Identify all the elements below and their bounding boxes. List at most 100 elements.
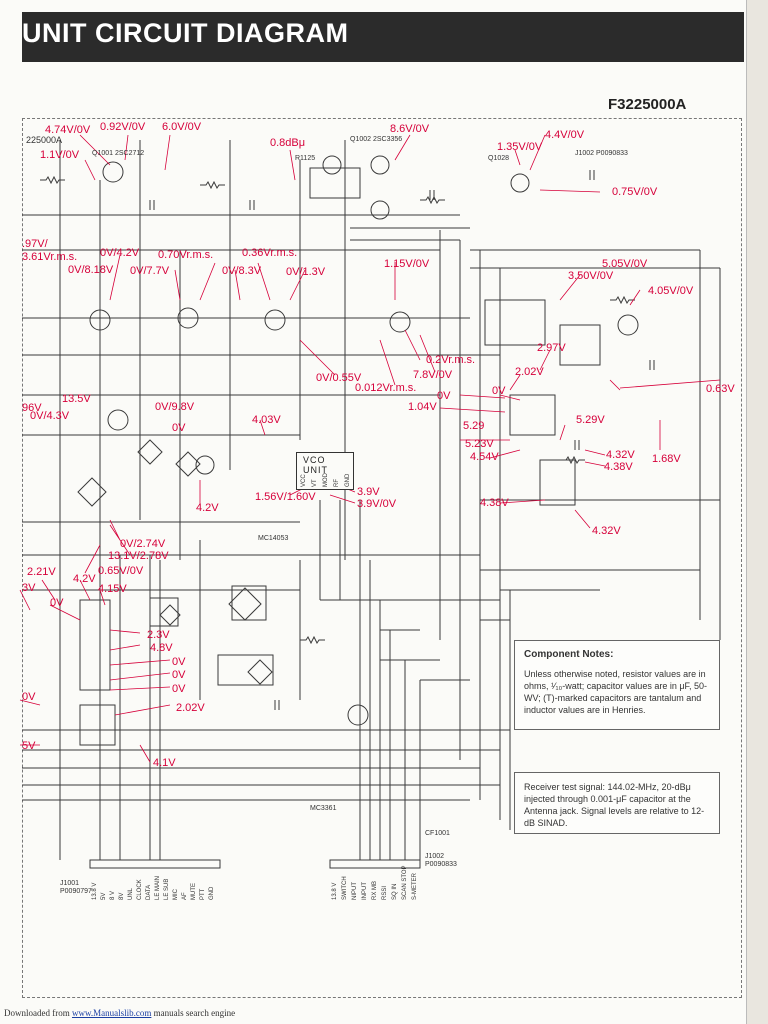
voltage-label: 5.29 <box>463 420 485 432</box>
voltage-label: 4.05V/0V <box>648 285 694 297</box>
voltage-label: 0.92V/0V <box>100 121 146 133</box>
voltage-label: 4.8V <box>150 642 173 654</box>
footer-link[interactable]: www.Manualslib.com <box>71 1008 152 1018</box>
voltage-label: 4.4V/0V <box>545 129 585 141</box>
header-bar <box>22 12 744 62</box>
connector-pin-label: NIPUT <box>352 882 358 900</box>
voltage-label: 0V <box>50 597 64 609</box>
page-title: UNIT CIRCUIT DIAGRAM <box>22 18 349 48</box>
voltage-label: 2.97V <box>537 342 566 354</box>
voltage-label: 4.03V <box>252 414 281 426</box>
voltage-label: 0V <box>172 422 186 434</box>
component-label: Q1028 <box>488 155 510 162</box>
connector-part: P0090833 <box>425 861 457 868</box>
voltage-label: 4.15V <box>98 583 127 595</box>
voltage-label: 5.29V <box>576 414 605 426</box>
voltage-label: 4.2V <box>196 502 219 514</box>
connector-pin-label: 8V <box>119 892 125 900</box>
voltage-label: 0V <box>172 669 186 681</box>
voltage-label: 0V <box>492 385 506 397</box>
connector-pin-label: UNL <box>128 887 134 900</box>
component-label: Q1001 2SC2712 <box>92 150 145 157</box>
voltage-label: 3.61Vr.m.s. <box>22 251 78 263</box>
voltage-label: 0.2Vr.m.s. <box>426 354 476 366</box>
voltage-label: 2.02V <box>176 702 205 714</box>
component-notes-box: Component Notes: Unless otherwise noted,… <box>514 640 720 730</box>
connector-pin-label: RSSI <box>382 885 388 900</box>
voltage-label: 2.21V <box>27 566 56 578</box>
voltage-label: 0V/4.2V <box>100 247 140 259</box>
voltage-label: 1.04V <box>408 401 437 413</box>
connector-part: P0090797 <box>60 888 92 895</box>
voltage-label: 0V <box>22 691 36 703</box>
voltage-label: 4.32V <box>592 525 621 537</box>
voltage-label: 7.8V/0V <box>413 369 453 381</box>
voltage-label: 4.74V/0V <box>45 124 91 136</box>
voltage-label: 0V/2.74V <box>120 538 166 550</box>
connector-pin-label: LE MAIN <box>155 875 161 900</box>
voltage-label: 4.38V <box>604 461 633 473</box>
voltage-label: 3.9V/0V <box>357 498 397 510</box>
connector-pin-label: 13.8 V <box>92 882 98 900</box>
connector-pin-label: RX MB <box>372 880 378 900</box>
voltage-label: 0V/0.55V <box>316 372 362 384</box>
voltage-label: 8.6V/0V <box>390 123 430 135</box>
footer-suffix: manuals search engine <box>151 1008 236 1018</box>
connector-pin-label: LE SUB <box>164 878 170 900</box>
voltage-label: 0.70Vr.m.s. <box>158 249 214 261</box>
voltage-label: 1.68V <box>652 453 681 465</box>
voltage-label: 0V/1.3V <box>286 266 326 278</box>
connector-pin-label: INPUT <box>362 882 368 900</box>
connector-pin-label: CLOCK <box>137 879 143 900</box>
component-label: Q1002 2SC3356 <box>350 136 403 143</box>
voltage-label: 0.8dBμ <box>270 137 306 149</box>
voltage-label: 4.54V <box>470 451 499 463</box>
test-signal-box: Receiver test signal: 144.02-MHz, 20-dBμ… <box>514 772 720 834</box>
voltage-label: 5V <box>22 740 36 752</box>
component-label: J1002 P0090833 <box>575 150 628 157</box>
vco-pin-label: GND <box>345 473 351 487</box>
voltage-label: 0V/8.18V <box>68 264 114 276</box>
voltage-label: 0.36Vr.m.s. <box>242 247 298 259</box>
footer: Downloaded from www.Manualslib.com manua… <box>4 1008 235 1018</box>
component-notes-title: Component Notes: <box>524 649 614 660</box>
connector-label: J1002 <box>425 853 445 860</box>
voltage-label: 4.32V <box>606 449 635 461</box>
connector-pin-label: S-METER <box>412 873 418 900</box>
voltage-label: 1.15V/0V <box>384 258 430 270</box>
voltage-label: 3.50V/0V <box>568 270 614 282</box>
voltage-label: 13.1V/2.78V <box>108 550 169 562</box>
vco-unit-title: VCO UNIT <box>303 455 328 475</box>
voltage-label: 5.05V/0V <box>602 258 648 270</box>
voltage-label: 5.23V <box>465 438 494 450</box>
voltage-label: 2.02V <box>515 366 544 378</box>
component-notes-body: Unless otherwise noted, resistor values … <box>524 669 708 715</box>
connector-pin-label: MIC <box>173 889 179 900</box>
component-label: MC3361 <box>310 805 337 812</box>
voltage-label: 0V/4.3V <box>30 410 70 422</box>
connector-pin-label: GND <box>209 886 215 900</box>
component-label: R1125 <box>295 155 316 162</box>
connector-pin-label: SCAN STOP <box>402 865 408 900</box>
voltage-label: 4.38V <box>480 497 509 509</box>
connector-pin-label: 8 V <box>110 890 116 900</box>
voltage-label: 0V/7.7V <box>130 265 170 277</box>
voltage-label: 0.012Vr.m.s. <box>355 382 417 394</box>
frame-label: 225000A <box>26 135 63 145</box>
connector-pin-label: DATA <box>146 884 152 900</box>
vco-pin-label: RF <box>334 479 340 487</box>
voltage-label: 13.5V <box>62 393 91 405</box>
voltage-label: 0V <box>172 683 186 695</box>
voltage-label: 96V <box>22 402 42 414</box>
voltage-label: 3V <box>22 582 36 594</box>
part-number: F3225000A <box>608 96 687 113</box>
connector-label: J1001 <box>60 880 80 887</box>
connector-pin-label: AF <box>182 892 188 900</box>
voltage-label: 0V/9.8V <box>155 401 195 413</box>
voltage-label: 6.0V/0V <box>162 121 202 133</box>
voltage-label: 1.56V/1.60V <box>255 491 316 503</box>
voltage-label: 0.65V/0V <box>98 565 144 577</box>
page-edge <box>746 0 768 1024</box>
voltage-label: 4.2V <box>73 573 96 585</box>
